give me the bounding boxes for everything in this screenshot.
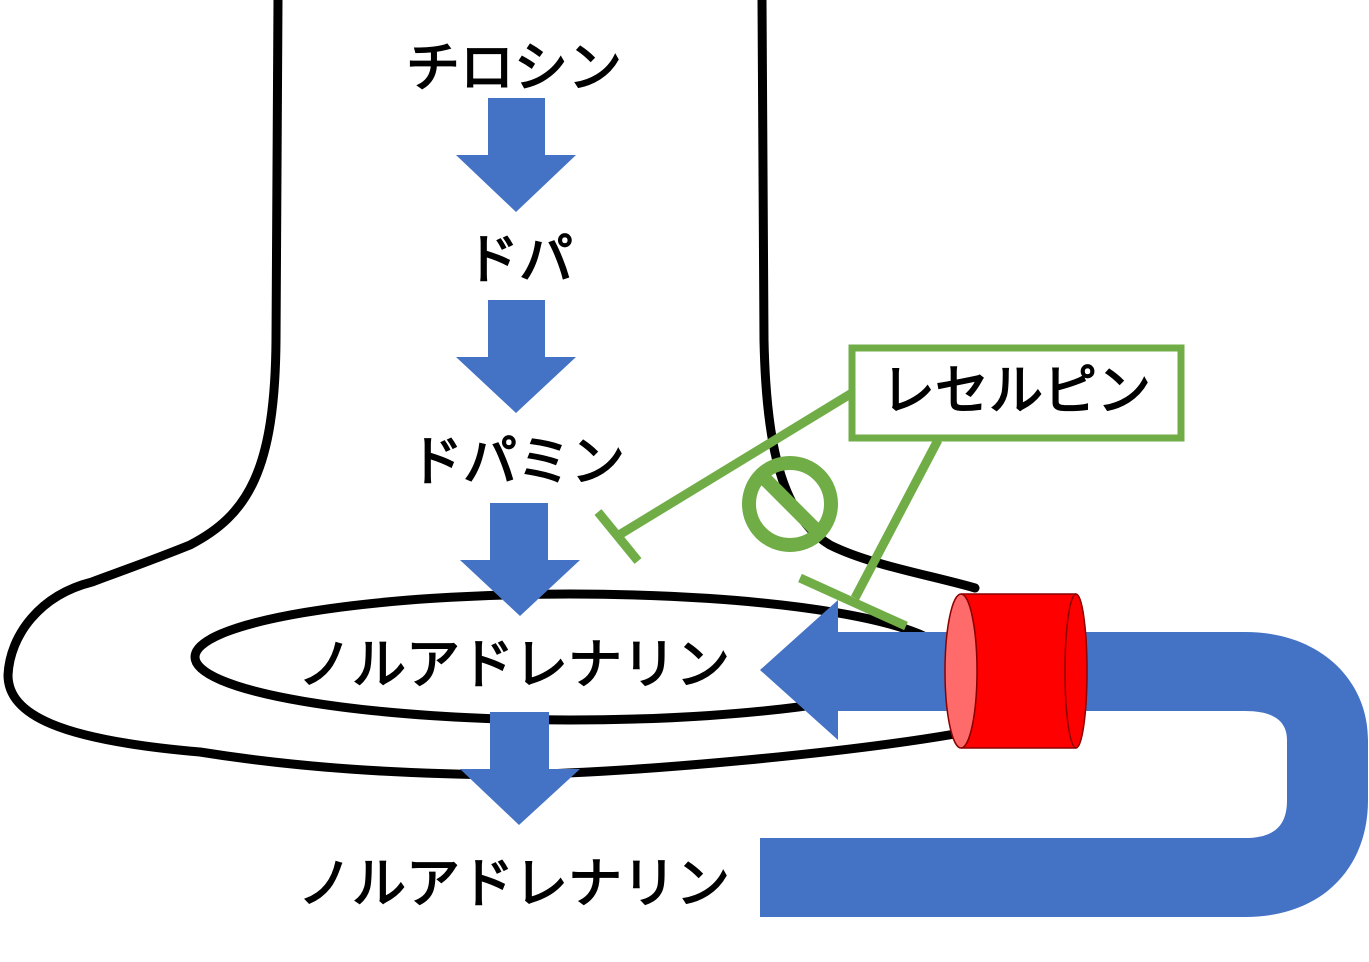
nerve-terminal-outline [3, 0, 960, 780]
label-norepinephrine-vesicle: ノルアドレナリン [298, 633, 730, 696]
label-tyrosine: チロシン [406, 36, 622, 99]
label-norepinephrine-released: ノルアドレナリン [298, 852, 730, 915]
inhibition-transporter [798, 437, 942, 631]
transporter-cylinder [944, 593, 1088, 749]
reuptake-arrowhead [760, 600, 838, 740]
reuptake-pipe [760, 632, 1368, 917]
reserpine-box [848, 344, 1185, 442]
arrow-vesicle-release [460, 712, 580, 825]
arrow-tyrosine-to-dopa [456, 98, 576, 212]
arrow-dopa-to-dopamine [456, 300, 576, 413]
arrow-dopamine-to-vesicle [460, 503, 580, 616]
inhibition-dopamine-uptake [594, 389, 855, 564]
label-dopamine: ドパミン [409, 430, 625, 493]
label-reserpine: レセルピン [881, 359, 1151, 422]
prohibition-icon [742, 456, 838, 552]
label-dopa: ドパ [465, 228, 573, 291]
